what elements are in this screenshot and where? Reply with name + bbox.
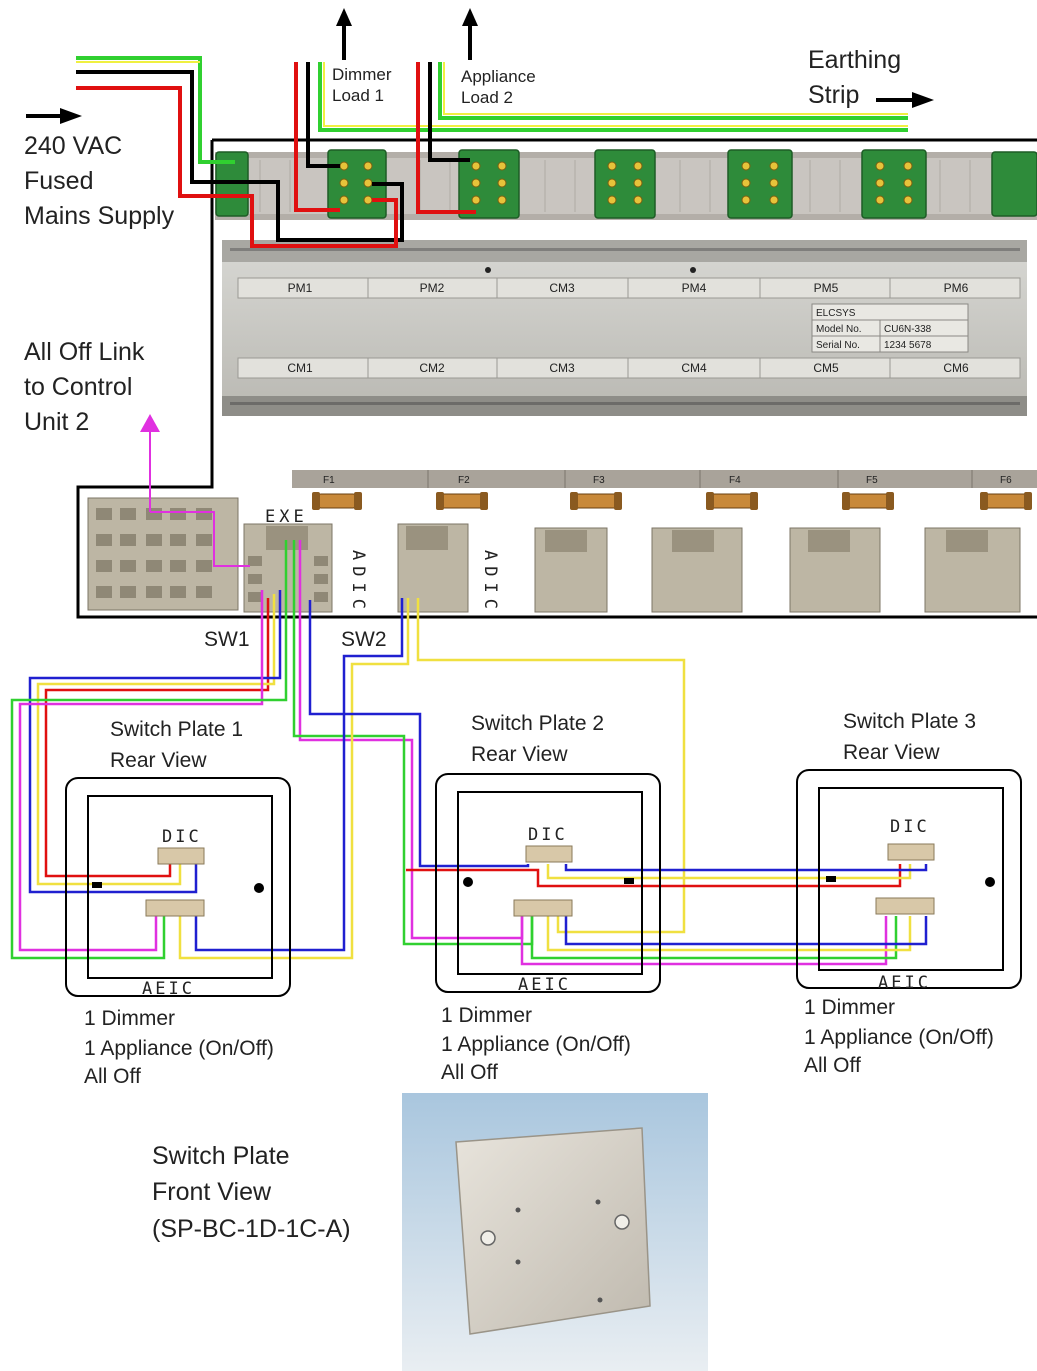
plate-serial: 1234 5678 bbox=[884, 340, 932, 351]
mains-wiring bbox=[76, 56, 908, 248]
plate-2-bottom-terminal: AEIC bbox=[518, 975, 571, 995]
earth-label-line1: Earthing bbox=[808, 46, 901, 74]
plate-2-title: Switch Plate 2 bbox=[471, 712, 604, 735]
front-view-photo bbox=[402, 1093, 708, 1371]
plate-2-subtitle: Rear View bbox=[471, 743, 568, 766]
plate-2-top-terminal: DIC bbox=[528, 825, 568, 845]
pcb-panel bbox=[222, 240, 1027, 416]
panel-top-label: PM5 bbox=[814, 281, 839, 295]
panel-top-label: PM4 bbox=[682, 281, 707, 295]
front-view-line3: (SP-BC-1D-1C-A) bbox=[152, 1215, 351, 1243]
switch-plate-3 bbox=[796, 769, 1022, 989]
plate-model: CU6N-338 bbox=[884, 324, 932, 335]
enclosure-outline bbox=[76, 138, 1037, 619]
up-arrow-icon bbox=[462, 8, 478, 60]
front-view-line2: Front View bbox=[152, 1178, 272, 1206]
fuse-board bbox=[292, 470, 1037, 510]
appliance-load-line2: Load 2 bbox=[461, 88, 513, 107]
plate-1-subtitle: Rear View bbox=[110, 749, 207, 772]
exe-label: EXE bbox=[265, 507, 308, 527]
panel-bottom-label: CM4 bbox=[681, 361, 707, 375]
plate-3-title: Switch Plate 3 bbox=[843, 710, 976, 733]
fuse-label: F4 bbox=[729, 475, 741, 486]
earth-label-line2: Strip bbox=[808, 81, 859, 109]
plate-brand: ELCSYS bbox=[816, 308, 856, 319]
plate-1-desc-3: All Off bbox=[84, 1065, 141, 1088]
plate-serial-label: Serial No. bbox=[816, 340, 860, 351]
panel-top-label: CM3 bbox=[549, 281, 575, 295]
fuse-label: F2 bbox=[458, 475, 470, 486]
supply-label-line2: Fused bbox=[24, 167, 93, 195]
adic-label-2: ADIC bbox=[480, 550, 500, 615]
plate-1-top-terminal: DIC bbox=[162, 827, 202, 847]
panel-bottom-label: CM2 bbox=[419, 361, 445, 375]
panel-top-label: PM1 bbox=[288, 281, 313, 295]
plate-3-desc-2: 1 Appliance (On/Off) bbox=[804, 1026, 994, 1049]
plate-2-desc-1: 1 Dimmer bbox=[441, 1004, 532, 1027]
magenta-up-arrow-icon bbox=[140, 414, 250, 567]
right-arrow-icon bbox=[876, 92, 934, 108]
panel-bottom-label: CM5 bbox=[813, 361, 839, 375]
panel-bottom-label: CM6 bbox=[943, 361, 969, 375]
panel-bottom-label: CM3 bbox=[549, 361, 575, 375]
sw2-label: SW2 bbox=[341, 628, 387, 651]
plate-2-desc-2: 1 Appliance (On/Off) bbox=[441, 1033, 631, 1056]
plate-1-title: Switch Plate 1 bbox=[110, 718, 243, 741]
plate-3-subtitle: Rear View bbox=[843, 741, 940, 764]
switch-plate-2 bbox=[435, 773, 661, 993]
alloff-label-line1: All Off Link bbox=[24, 338, 145, 366]
plate-1-desc-1: 1 Dimmer bbox=[84, 1007, 175, 1030]
adic-label-1: ADIC bbox=[348, 550, 368, 615]
right-arrow-icon bbox=[26, 108, 82, 124]
fuse-label: F6 bbox=[1000, 475, 1012, 486]
fuse-label: F5 bbox=[866, 475, 878, 486]
fuse-label: F3 bbox=[593, 475, 605, 486]
alloff-label-line3: Unit 2 bbox=[24, 408, 89, 436]
panel-top-label: PM6 bbox=[944, 281, 969, 295]
plate-3-desc-1: 1 Dimmer bbox=[804, 996, 895, 1019]
plate-3-bottom-terminal: AEIC bbox=[878, 973, 931, 993]
alloff-label-line2: to Control bbox=[24, 373, 132, 401]
plate-3-desc-3: All Off bbox=[804, 1054, 861, 1077]
dimmer-load-line2: Load 1 bbox=[332, 86, 384, 105]
dimmer-load-line1: Dimmer bbox=[332, 65, 392, 84]
switch-plate-1 bbox=[65, 777, 291, 997]
supply-label-line3: Mains Supply bbox=[24, 202, 175, 230]
connector-blocks bbox=[87, 497, 1021, 613]
sw1-label: SW1 bbox=[204, 628, 250, 651]
panel-bottom-label: CM1 bbox=[287, 361, 313, 375]
front-view-line1: Switch Plate bbox=[152, 1142, 290, 1170]
plate-1-desc-2: 1 Appliance (On/Off) bbox=[84, 1037, 274, 1060]
up-arrow-icon bbox=[336, 8, 352, 60]
plate-2-desc-3: All Off bbox=[441, 1061, 498, 1084]
switch-wiring bbox=[10, 540, 928, 966]
plate-1-bottom-terminal: AEIC bbox=[142, 979, 195, 999]
fuse-label: F1 bbox=[323, 475, 335, 486]
plate-3-top-terminal: DIC bbox=[890, 817, 930, 837]
appliance-load-line1: Appliance bbox=[461, 67, 536, 86]
supply-label-line1: 240 VAC bbox=[24, 132, 122, 160]
plate-model-label: Model No. bbox=[816, 324, 862, 335]
panel-top-label: PM2 bbox=[420, 281, 445, 295]
